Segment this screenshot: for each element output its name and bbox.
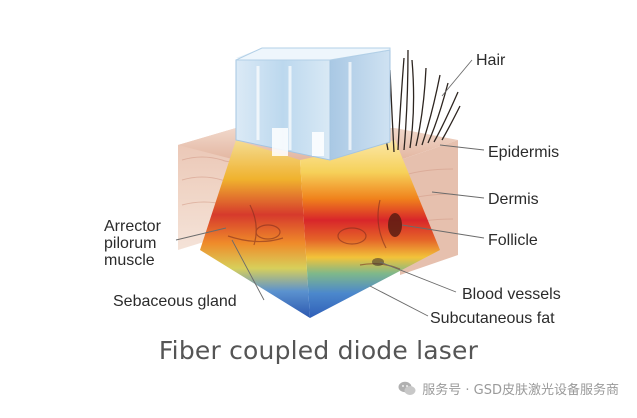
watermark-text: 服务号 · GSD皮肤激光设备服务商: [422, 383, 619, 398]
leader-blood-vessels: [379, 261, 457, 293]
follicle-bulb: [388, 213, 402, 237]
glass-tip-side-face: [329, 49, 391, 161]
leader-dermis: [431, 191, 485, 199]
wechat-icon: [398, 381, 416, 395]
glass-tip-top-face: [235, 47, 391, 61]
label-follicle: Follicle: [488, 232, 538, 249]
glass-reflections: [256, 62, 352, 150]
label-hair: Hair: [476, 52, 506, 69]
leader-sebaceous: [231, 239, 265, 301]
label-blood-vessels: Blood vessels: [462, 286, 561, 303]
leader-hair: [441, 59, 473, 97]
diagram-caption: Fiber coupled diode laser: [158, 336, 479, 365]
dermal-structures: [227, 199, 401, 270]
label-arrector-line-1: Arrector: [104, 218, 161, 235]
label-dermis: Dermis: [488, 191, 539, 208]
label-arrector-line-2: pilorum: [104, 235, 157, 252]
blood-vessel: [372, 258, 384, 266]
label-sebaceous-gland: Sebaceous gland: [113, 293, 237, 310]
watermark: 服务号 · GSD皮肤激光设备服务商: [398, 379, 619, 398]
leader-subcutaneous: [369, 285, 429, 317]
glass-notch-left: [272, 128, 288, 156]
glass-notch-right: [312, 132, 324, 156]
leader-epidermis: [439, 144, 485, 151]
label-subcutaneous-fat: Subcutaneous fat: [430, 310, 555, 327]
leader-follicle: [401, 224, 485, 239]
leader-arrector: [175, 227, 227, 241]
heat-zone-right-face: [300, 140, 440, 318]
label-epidermis: Epidermis: [488, 144, 560, 161]
leader-lines: [175, 59, 485, 317]
heat-zone-left-face: [200, 140, 310, 318]
label-arrector-line-3: muscle: [104, 252, 155, 269]
